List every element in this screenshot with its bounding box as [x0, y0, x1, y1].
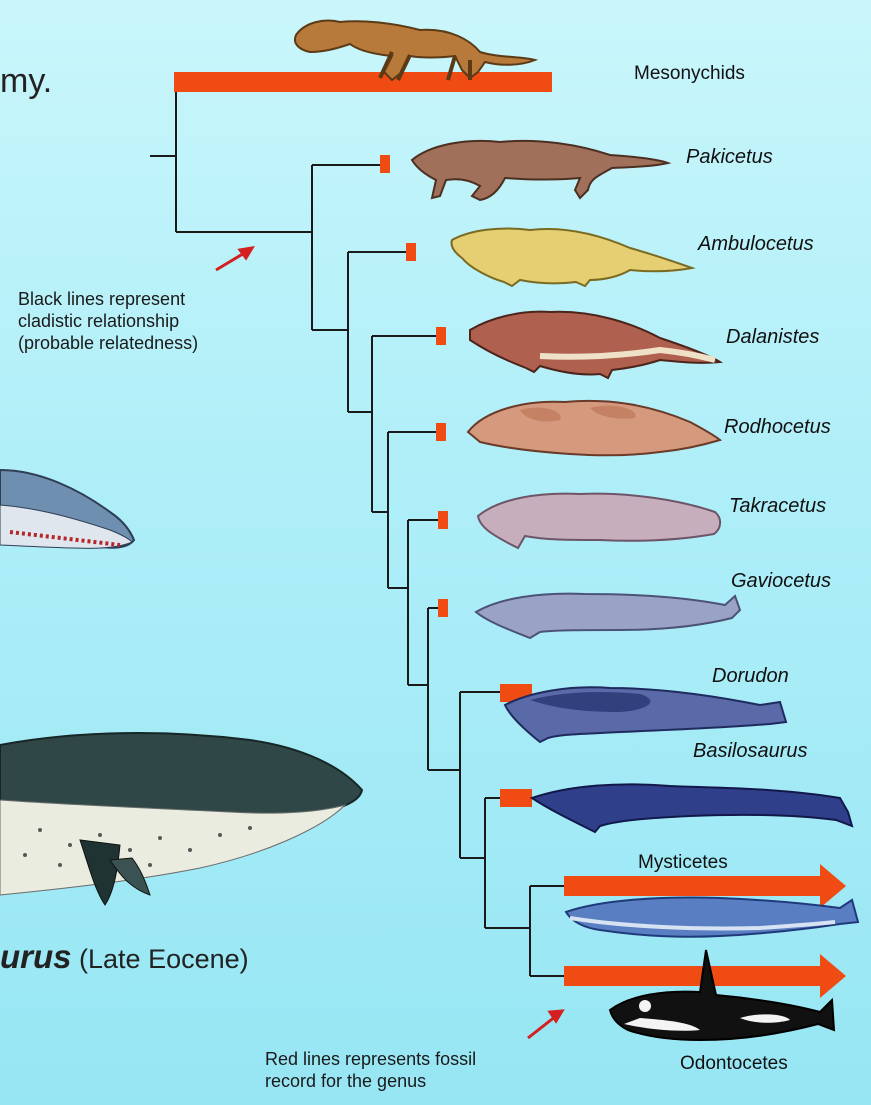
taxon-label-mysticetes: Mysticetes	[638, 852, 728, 874]
fossil-bar-basilosaurus	[500, 789, 532, 807]
fossil-bar-mesonychids	[174, 72, 552, 92]
pointer-arrow-fossil-record	[528, 1016, 556, 1038]
odontocete-illustration	[610, 950, 834, 1040]
dalanistes-illustration	[470, 312, 720, 378]
taxon-label-takracetus: Takracetus	[729, 495, 826, 518]
fossil-bar-takracetus	[438, 511, 448, 529]
partial-basilosaurus-illustration	[0, 733, 362, 905]
ambulocetus-illustration	[451, 228, 692, 286]
species-caption: urus (Late Eocene)	[0, 938, 249, 976]
caption-period: (Late Eocene)	[79, 944, 249, 974]
pointer-arrows	[216, 248, 562, 1038]
partial-marine-reptile-illustration	[0, 470, 134, 548]
taxon-label-dalanistes: Dalanistes	[726, 326, 819, 349]
fossil-bar-ambulocetus	[406, 243, 416, 261]
pointer-arrow-cladistic	[216, 252, 246, 270]
taxon-label-dorudon: Dorudon	[712, 665, 789, 688]
fossil-bar-pakicetus	[380, 155, 390, 173]
taxon-label-ambulocetus: Ambulocetus	[698, 233, 814, 256]
taxon-label-basilosaurus: Basilosaurus	[693, 740, 808, 763]
taxon-label-mesonychids: Mesonychids	[634, 63, 745, 85]
taxon-label-odontocetes: Odontocetes	[680, 1053, 788, 1075]
title-fragment: my.	[0, 62, 52, 101]
caption-species-name: urus	[0, 938, 72, 975]
fossil-bar-dalanistes	[436, 327, 446, 345]
basilosaurus-illustration	[532, 784, 852, 832]
fossil-bar-gaviocetus	[438, 599, 448, 617]
fossil-bar-rodhocetus	[436, 423, 446, 441]
mysticete-illustration	[566, 898, 858, 937]
note-black-lines: Black lines represent cladistic relation…	[18, 288, 198, 354]
taxon-label-pakicetus: Pakicetus	[686, 146, 773, 169]
takracetus-illustration	[478, 494, 720, 548]
gaviocetus-illustration	[476, 594, 740, 638]
rodhocetus-illustration	[468, 401, 720, 455]
dorudon-illustration	[505, 687, 786, 742]
taxon-label-gaviocetus: Gaviocetus	[731, 570, 831, 593]
mesonychid-illustration	[295, 21, 535, 80]
taxon-label-rodhocetus: Rodhocetus	[724, 416, 831, 439]
note-red-lines: Red lines represents fossil record for t…	[265, 1048, 476, 1092]
pakicetus-illustration	[412, 141, 668, 200]
